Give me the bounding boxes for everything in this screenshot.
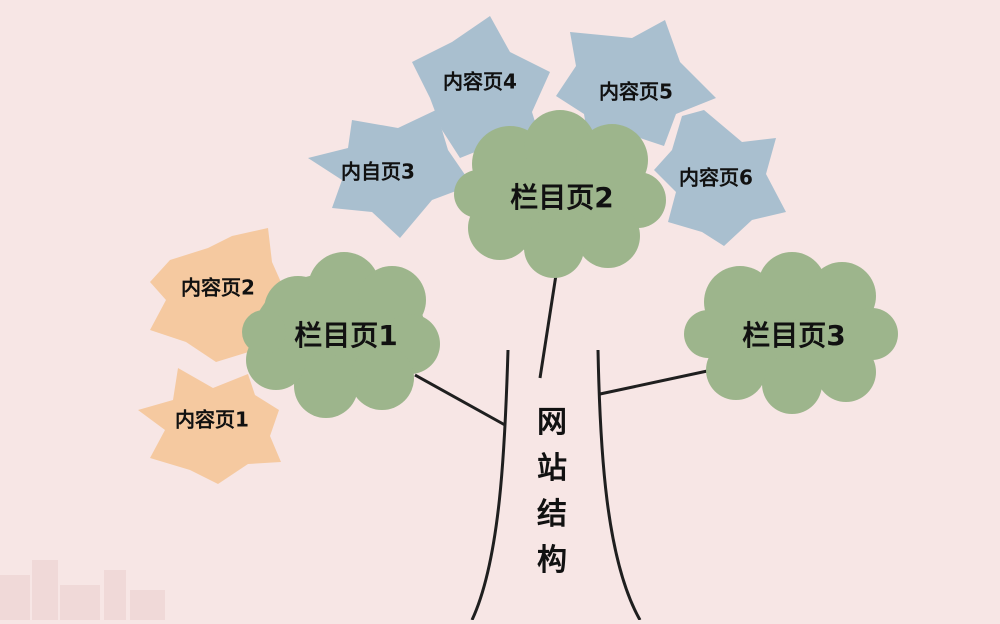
content-page-5-star xyxy=(556,20,716,150)
branch-category-1 xyxy=(414,373,506,427)
content-page-6-star xyxy=(654,110,786,246)
trunk-right-edge xyxy=(596,349,642,621)
skyline-decoration xyxy=(0,560,165,620)
category-2-cloud xyxy=(454,110,666,278)
category-1-label[interactable]: 栏目页1 xyxy=(294,319,398,352)
content-page-2-label[interactable]: 内容页2 xyxy=(181,275,255,300)
branch-category-3 xyxy=(599,368,713,396)
content-page-6-label[interactable]: 内容页6 xyxy=(679,165,753,190)
content-page-3-label[interactable]: 内自页3 xyxy=(341,159,415,184)
branch-category-2 xyxy=(538,261,560,379)
category-3-cloud xyxy=(684,252,898,414)
content-page-4-label[interactable]: 内容页4 xyxy=(443,69,517,94)
category-2-label[interactable]: 栏目页2 xyxy=(510,181,614,214)
content-page-1-star xyxy=(138,368,281,484)
category-3-label[interactable]: 栏目页3 xyxy=(742,319,846,352)
content-page-1-label[interactable]: 内容页1 xyxy=(175,407,249,432)
content-page-4-star xyxy=(412,16,550,158)
content-page-3-star xyxy=(308,110,472,238)
content-page-5-label[interactable]: 内容页5 xyxy=(599,79,673,104)
trunk-label: 网站结构 xyxy=(537,405,567,578)
category-1-cloud xyxy=(242,252,440,418)
trunk-left-edge xyxy=(470,349,510,621)
